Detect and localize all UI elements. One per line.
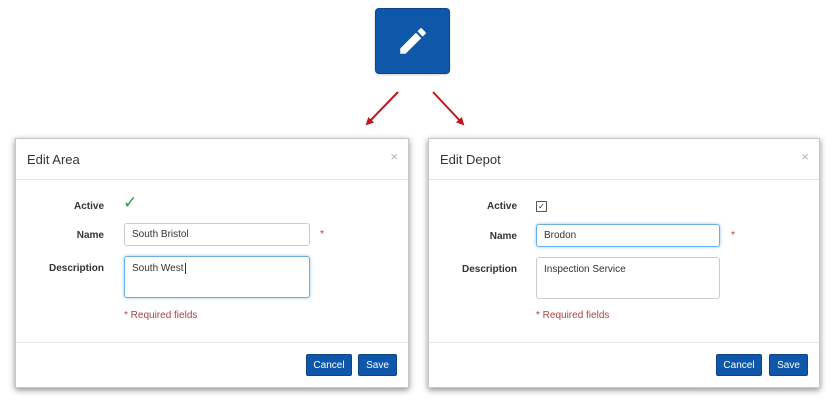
edit-button[interactable] xyxy=(376,9,449,73)
name-value: Brodon xyxy=(544,230,577,241)
cancel-button[interactable]: Cancel xyxy=(716,354,762,376)
name-value: South Bristol xyxy=(132,229,189,240)
edit-area-dialog: Edit Area × Active ✓ Name South Bristol … xyxy=(15,138,409,388)
dialog-footer-divider xyxy=(16,342,408,343)
name-label: Name xyxy=(76,230,104,241)
active-label: Active xyxy=(486,201,517,212)
name-label: Name xyxy=(489,231,517,242)
required-star: * xyxy=(320,229,324,240)
required-fields-note: * Required fields xyxy=(536,310,610,321)
active-checkbox[interactable]: ✓ xyxy=(536,201,547,212)
save-button[interactable]: Save xyxy=(769,354,808,376)
pencil-icon xyxy=(399,28,426,54)
edit-depot-dialog: Edit Depot × Active ✓ Name Brodon * Desc… xyxy=(428,138,820,388)
dialog-title: Edit Depot xyxy=(440,152,501,167)
name-input[interactable]: Brodon xyxy=(536,224,720,247)
description-label: Description xyxy=(461,264,517,275)
dialog-title: Edit Area xyxy=(27,152,80,167)
description-input[interactable]: Inspection Service xyxy=(536,257,720,299)
cancel-button[interactable]: Cancel xyxy=(306,354,352,376)
dialog-footer-divider xyxy=(429,342,819,343)
required-fields-note: * Required fields xyxy=(124,310,198,321)
checkbox-check-icon: ✓ xyxy=(538,201,545,211)
text-caret xyxy=(184,263,186,274)
active-check-icon[interactable]: ✓ xyxy=(123,193,138,212)
description-input[interactable]: South West xyxy=(124,256,310,298)
close-icon[interactable]: × xyxy=(801,149,809,164)
arrow-down-right-icon xyxy=(432,91,465,126)
arrow-down-left-icon xyxy=(365,91,399,126)
dialog-header: Edit Area × xyxy=(16,139,408,180)
name-input[interactable]: South Bristol xyxy=(124,223,310,246)
required-star: * xyxy=(731,230,735,241)
description-value: Inspection Service xyxy=(544,264,626,275)
close-icon[interactable]: × xyxy=(390,149,398,164)
active-label: Active xyxy=(73,201,104,212)
dialog-header: Edit Depot × xyxy=(429,139,819,180)
save-button[interactable]: Save xyxy=(358,354,397,376)
description-label: Description xyxy=(48,263,104,274)
description-value: South West xyxy=(132,263,184,274)
